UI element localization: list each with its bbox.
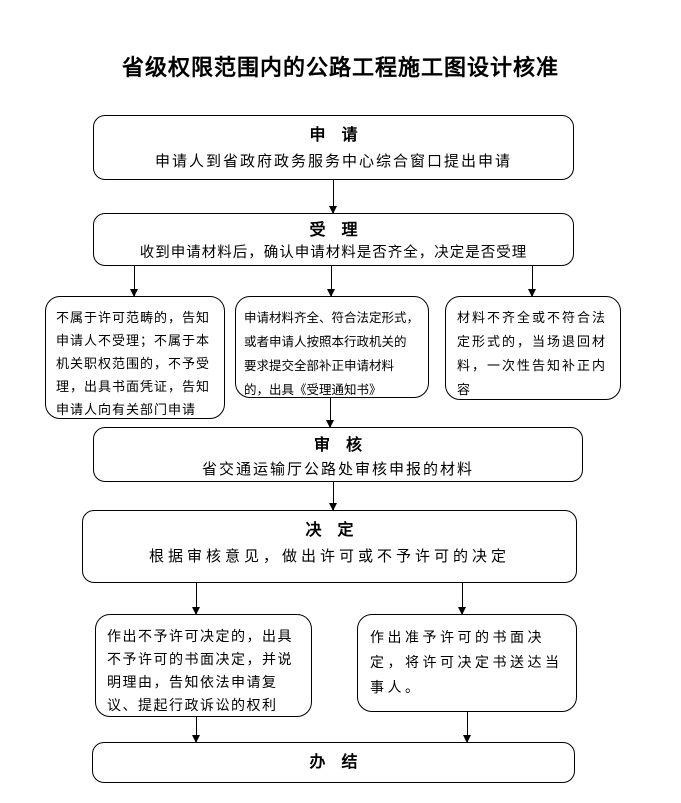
arrow-decision-to-deny (192, 583, 200, 615)
branch-materials-incomplete: 材料不齐全或不符合法 定形式的，当场退回材 料，一次性告知补正内 容 (445, 296, 621, 400)
arrow-grant-to-complete (463, 712, 471, 743)
branch-grant-decision: 作出准予许可的书面决 定，将许可决定书送达当 事人。 (357, 614, 577, 712)
arrow-accept-to-branch-left (130, 266, 138, 297)
arrow-accept-to-branch-middle (327, 266, 335, 297)
node-apply: 申 请 申请人到省政府政务服务中心综合窗口提出申请 (93, 115, 574, 180)
arrow-branch-middle-to-review (326, 398, 334, 428)
node-complete-heading: 办 结 (309, 753, 358, 771)
node-accept-body: 收到申请材料后，确认申请材料是否齐全，决定是否受理 (139, 245, 528, 261)
node-decision: 决 定 根据审核意见，做出许可或不予许可的决定 (82, 510, 577, 583)
node-accept: 受 理 收到申请材料后，确认申请材料是否齐全，决定是否受理 (93, 213, 574, 266)
branch-materials-complete: 申请材料齐全、符合法定形式， 或者申请人按照本行政机关的 要求提交全部补正申请材… (235, 296, 429, 398)
node-apply-body: 申请人到省政府政务服务中心综合窗口提出申请 (154, 153, 512, 170)
node-review-body: 省交通运输厅公路处审核申报的材料 (201, 461, 474, 478)
node-review: 审 核 省交通运输厅公路处审核申报的材料 (93, 427, 583, 482)
node-complete: 办 结 (92, 742, 575, 783)
branch-deny-decision: 作出不予许可决定的，出具 不予许可的书面决定，并说 明理由，告知依法申请复 议、… (95, 614, 312, 717)
page-title: 省级权限范围内的公路工程施工图设计核准 (121, 55, 559, 80)
node-decision-body: 根据审核意见，做出许可或不予许可的决定 (148, 548, 510, 565)
branch-not-licensable: 不属于许可范畴的，告知 申请人不受理；不属于本 机关职权范围的，不予受 理，出具… (45, 296, 225, 419)
node-accept-heading: 受 理 (309, 222, 358, 239)
arrow-decision-to-grant (458, 583, 466, 615)
node-review-heading: 审 核 (313, 437, 362, 454)
arrow-apply-to-accept (329, 180, 337, 214)
arrow-accept-to-branch-right (528, 266, 536, 297)
arrow-deny-to-complete (192, 717, 200, 743)
arrow-review-to-decision (329, 482, 337, 511)
node-decision-heading: 决 定 (305, 522, 354, 539)
node-apply-heading: 申 请 (309, 127, 358, 144)
